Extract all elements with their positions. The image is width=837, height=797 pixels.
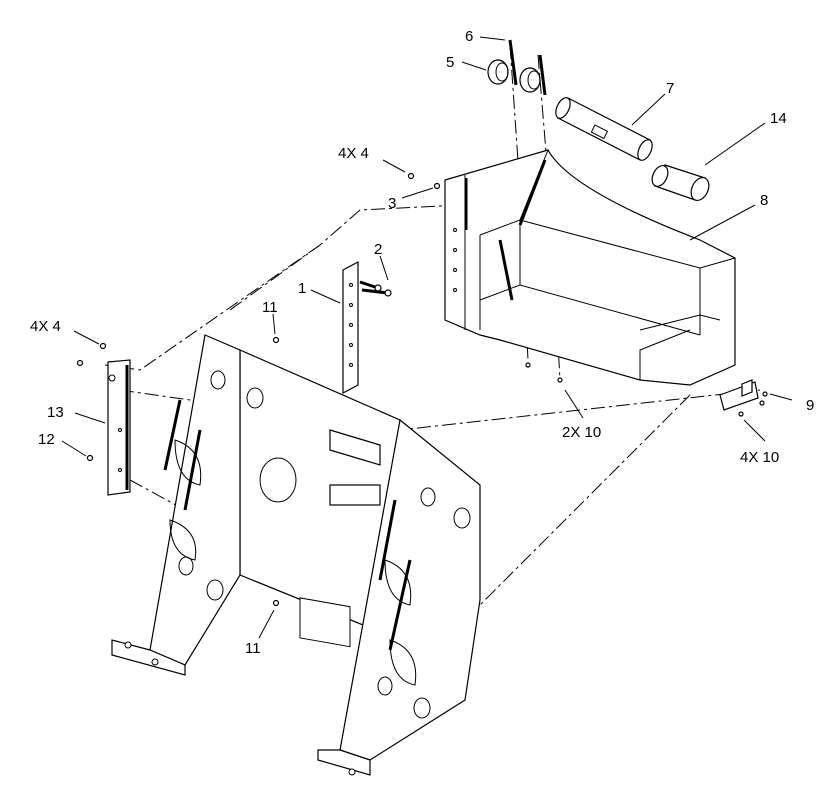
callout-1: 1 (298, 280, 306, 297)
callout-14: 14 (770, 110, 787, 127)
frame-assembly (111, 334, 481, 776)
side-plate-part-13 (107, 359, 131, 496)
callout-9: 9 (806, 397, 814, 414)
latch-part-9 (719, 379, 768, 411)
callout-11-bottom: 11 (245, 640, 261, 657)
callout-3: 3 (388, 195, 396, 212)
callout-8: 8 (760, 192, 768, 209)
callout-2x10: 2X 10 (562, 424, 601, 441)
strip-part-1 (342, 261, 392, 394)
callout-labels: 6 5 7 14 8 4X 4 3 2 1 11 4X 4 13 12 9 2X… (30, 28, 814, 657)
callout-4x10: 4X 10 (740, 449, 779, 466)
callout-13: 13 (47, 404, 64, 421)
fasteners (76, 172, 744, 607)
tray-part-8 (444, 149, 736, 386)
callout-4x4-top: 4X 4 (338, 145, 369, 162)
callout-4x4-left: 4X 4 (30, 318, 61, 335)
callout-11-top: 11 (262, 299, 278, 316)
leader-lines (61, 36, 793, 639)
callout-12: 12 (38, 431, 55, 448)
roller-part-7 (555, 97, 653, 161)
callout-7: 7 (666, 80, 674, 97)
sleeve-part-14 (651, 164, 710, 201)
callout-5: 5 (446, 54, 454, 71)
bushings-part-5 (487, 39, 547, 96)
callout-6: 6 (465, 28, 473, 45)
callout-2: 2 (374, 241, 382, 258)
